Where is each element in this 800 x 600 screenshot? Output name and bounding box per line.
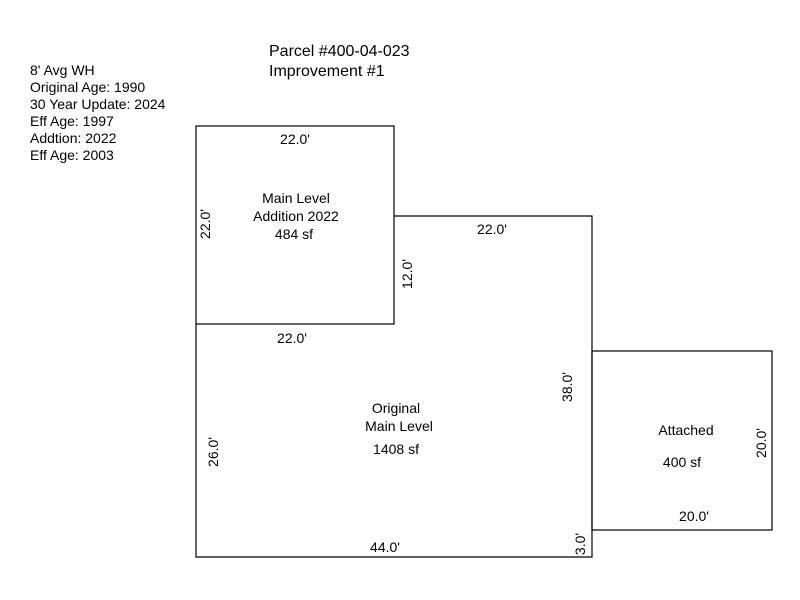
attached-label: Attached bbox=[658, 422, 713, 438]
addition-outline bbox=[195, 125, 395, 325]
dim-addition-bottom: 22.0' bbox=[277, 330, 307, 346]
dim-original-top-right: 22.0' bbox=[477, 221, 507, 237]
original-label-line2: Main Level bbox=[365, 418, 433, 434]
note-addition: Addtion: 2022 bbox=[30, 130, 117, 146]
original-area: 1408 sf bbox=[373, 441, 419, 457]
property-notes: 8' Avg WH Original Age: 1990 30 Year Upd… bbox=[30, 62, 165, 164]
attached-outline bbox=[591, 350, 773, 531]
parcel-title: Parcel #400-04-023 bbox=[269, 43, 410, 60]
original-label-line1: Original bbox=[372, 400, 420, 416]
dim-original-right-lower: 3.0' bbox=[572, 533, 588, 555]
note-wall-height: 8' Avg WH bbox=[30, 62, 95, 78]
sketch-header: Parcel #400-04-023 Improvement #1 bbox=[269, 42, 410, 82]
dim-original-bottom: 44.0' bbox=[370, 539, 400, 555]
original-outline bbox=[195, 215, 593, 558]
improvement-title: Improvement #1 bbox=[269, 63, 385, 80]
dim-addition-left: 22.0' bbox=[197, 209, 213, 239]
dim-attached-bottom: 20.0' bbox=[679, 508, 709, 524]
note-eff-age-2: Eff Age: 2003 bbox=[30, 147, 114, 163]
note-update: 30 Year Update: 2024 bbox=[30, 96, 166, 112]
dim-addition-top: 22.0' bbox=[280, 131, 310, 147]
addition-label-line1: Main Level bbox=[262, 190, 330, 206]
addition-area: 484 sf bbox=[275, 226, 313, 242]
note-original-age: Original Age: 1990 bbox=[30, 79, 146, 95]
dim-addition-right: 12.0' bbox=[399, 259, 415, 289]
addition-label-line2: Addition 2022 bbox=[253, 208, 339, 224]
dim-attached-right: 20.0' bbox=[753, 428, 769, 458]
dim-original-right: 38.0' bbox=[559, 372, 575, 402]
dim-original-left: 26.0' bbox=[205, 437, 221, 467]
note-eff-age: Eff Age: 1997 bbox=[30, 113, 114, 129]
attached-area: 400 sf bbox=[663, 454, 701, 470]
